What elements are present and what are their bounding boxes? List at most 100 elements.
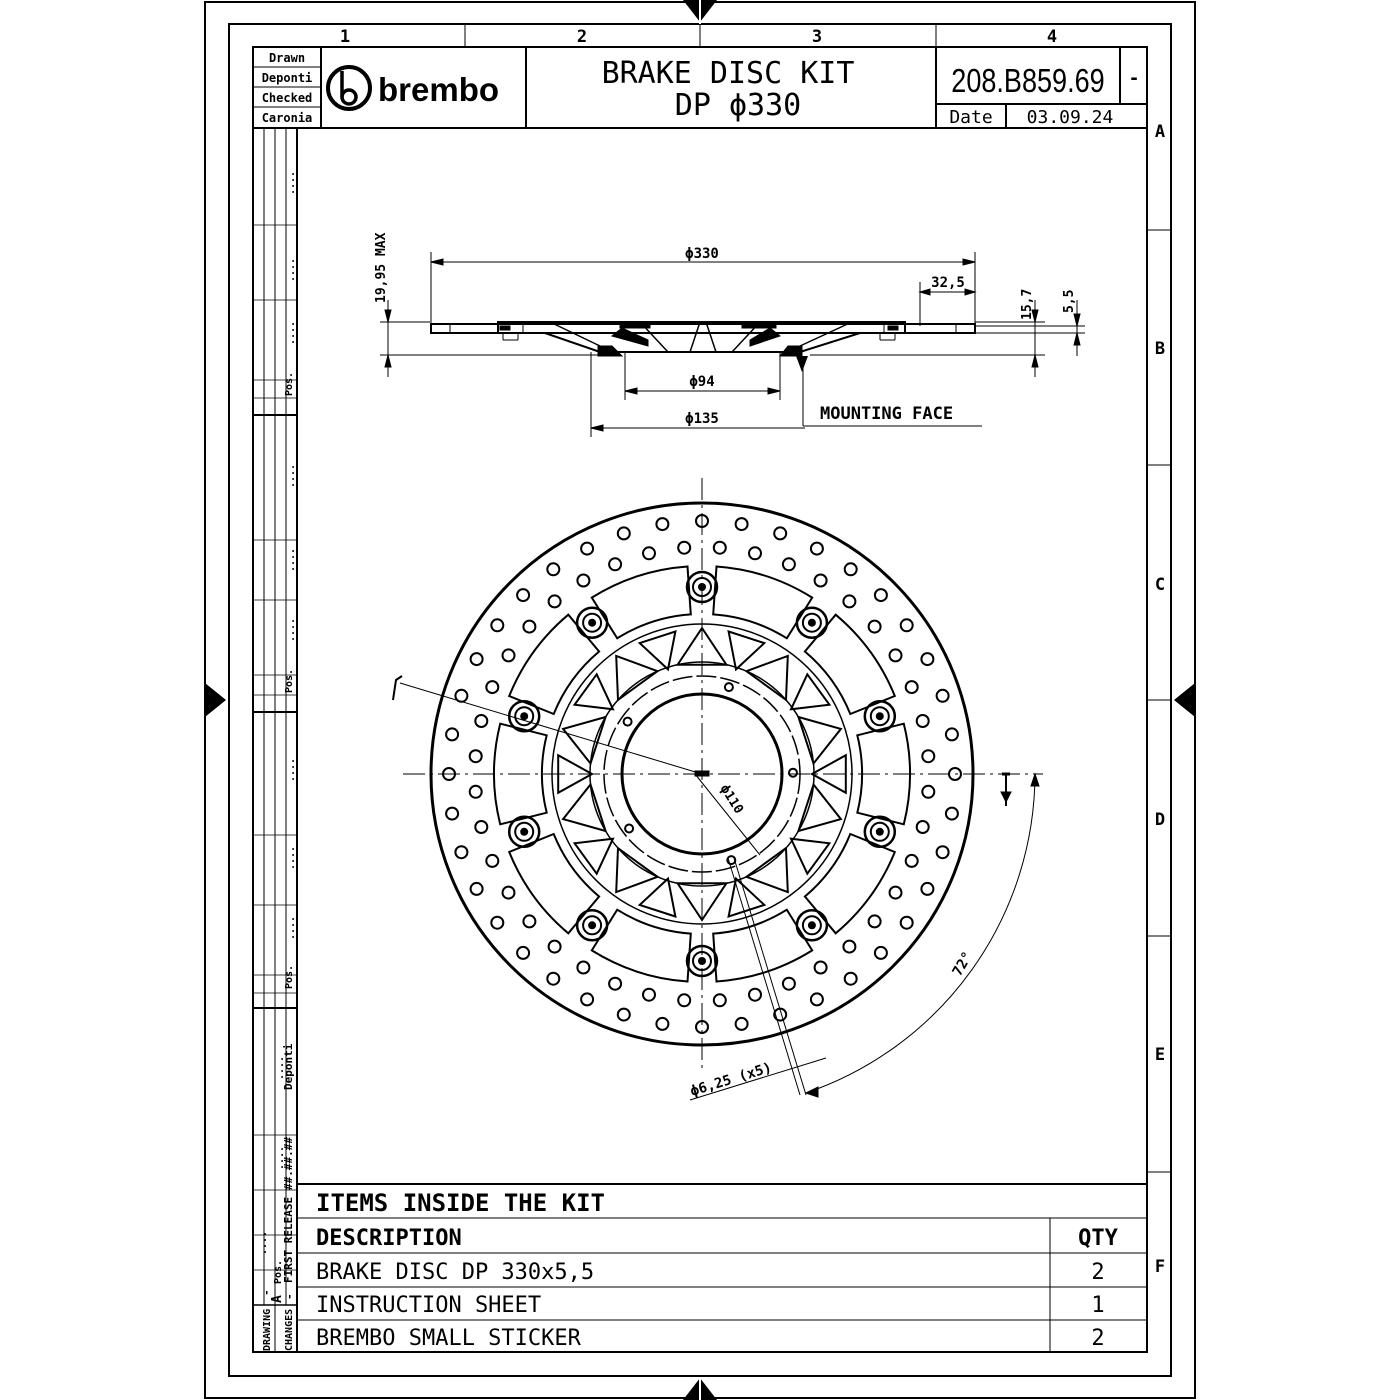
carrier-cutout <box>561 782 608 833</box>
drill-hole <box>642 546 656 561</box>
grid-row-label: F <box>1155 1257 1165 1277</box>
revision-mark: - <box>1129 68 1140 89</box>
strip-dots: .... <box>286 758 297 782</box>
drill-hole <box>920 881 935 896</box>
grid-columns: 1 2 3 4 <box>340 24 1057 47</box>
bobbin <box>582 915 603 936</box>
drill-hole <box>813 573 828 588</box>
brand-name: brembo <box>378 71 499 108</box>
drill-hole <box>501 648 516 663</box>
drill-hole <box>781 976 796 991</box>
drill-hole <box>522 914 537 929</box>
drill-hole <box>920 652 935 667</box>
grid-row-label: A <box>1155 122 1165 142</box>
drill-hole <box>915 820 930 834</box>
drill-hole <box>576 573 591 588</box>
vent-windows <box>493 565 911 983</box>
grid-row-label: E <box>1155 1045 1165 1065</box>
kit-item-qty: 2 <box>1091 1326 1104 1351</box>
title-line2: DP ϕ330 <box>675 88 801 123</box>
mounting-face-label: MOUNTING FACE <box>820 404 953 424</box>
carrier-rim <box>551 623 853 925</box>
dim-max-height: 19,95 MAX <box>374 232 389 303</box>
drill-hole <box>580 992 595 1007</box>
carrier-cutout <box>637 630 677 672</box>
drill-hole <box>469 881 484 896</box>
strip-dots: .... <box>275 1146 286 1170</box>
kit-col-qty: QTY <box>1078 1226 1118 1251</box>
bobbin <box>514 821 535 842</box>
carrier-cutout <box>789 837 832 876</box>
drill-hole <box>642 987 656 1002</box>
grid-row-label: B <box>1155 339 1165 359</box>
strip-dots: .... <box>286 171 297 195</box>
strip-rev-letter: A <box>270 1295 285 1303</box>
strip-pos-label: Pos. <box>284 372 295 396</box>
drill-hole <box>546 562 561 577</box>
hub-hole <box>726 855 737 866</box>
drill-hole <box>490 618 505 633</box>
bobbin <box>692 577 712 597</box>
drill-hole <box>809 992 824 1007</box>
drill-hole <box>935 845 950 860</box>
kit-table: ITEMS INSIDE THE KIT DESCRIPTION QTY BRA… <box>297 1183 1147 1352</box>
bobbin <box>807 618 816 627</box>
bobbin <box>575 909 609 942</box>
strip-dots: .... <box>275 1056 286 1080</box>
drill-hole <box>748 546 762 561</box>
bobbin <box>698 583 706 591</box>
part-number: 208.B859.69 <box>951 64 1104 100</box>
drill-hole <box>888 885 903 900</box>
drill-hole <box>485 853 500 868</box>
strip-dash: - <box>283 1293 296 1300</box>
brembo-logo: brembo <box>326 65 499 111</box>
vent-window <box>712 565 814 640</box>
carrier-cutout <box>796 782 843 833</box>
drill-hole <box>948 767 962 781</box>
strip-pos-label: Pos. <box>273 1260 284 1284</box>
bobbin <box>514 706 535 727</box>
bobbin <box>863 699 897 733</box>
strip-pos-label: Pos. <box>284 965 295 989</box>
carrier-cutout <box>572 672 615 711</box>
carrier-cutout <box>675 882 729 922</box>
carrier-cutout <box>637 876 677 918</box>
drill-hole <box>944 727 959 742</box>
front-view: ϕ110 ϕ6,25 (x5) 72° <box>392 478 1043 1101</box>
bobbin <box>795 909 829 942</box>
drill-hole <box>921 749 936 764</box>
carrier-spokes <box>551 623 853 925</box>
vent-window <box>507 832 601 935</box>
dim-thickness: 5,5 <box>1062 290 1077 313</box>
kit-col-description: DESCRIPTION <box>316 1226 462 1251</box>
hub-hole <box>624 823 635 834</box>
drill-hole <box>474 820 489 834</box>
strip-changes-label: CHANGES <box>284 1309 295 1351</box>
drill-hole <box>468 784 483 799</box>
drill-hole <box>712 993 727 1008</box>
bobbin <box>582 612 603 633</box>
drill-hole <box>843 562 858 577</box>
strip-dots: .... <box>286 916 297 940</box>
drill-hole <box>616 526 631 541</box>
vent-window <box>590 908 692 983</box>
vent-window <box>507 613 601 716</box>
drill-hole <box>608 557 623 572</box>
kit-item-qty: 1 <box>1091 1293 1104 1318</box>
dim-hole-callout: ϕ6,25 (x5) <box>688 1060 773 1100</box>
drill-hole <box>915 714 930 728</box>
strip-dots: .... <box>286 258 297 282</box>
strip-dash: - <box>260 1289 273 1296</box>
drill-hole <box>695 1020 709 1034</box>
strip-dots: .... <box>286 548 297 572</box>
checked-name: Caronia <box>262 111 313 125</box>
grid-row-label: C <box>1155 575 1165 595</box>
bobbin <box>520 712 529 721</box>
vent-window <box>803 613 897 716</box>
kit-item-description: BREMBO SMALL STICKER <box>316 1326 582 1351</box>
drill-hole <box>580 541 595 556</box>
bobbin <box>685 570 719 604</box>
bobbin <box>520 827 529 836</box>
strip-pos-label: Pos. <box>284 669 295 693</box>
